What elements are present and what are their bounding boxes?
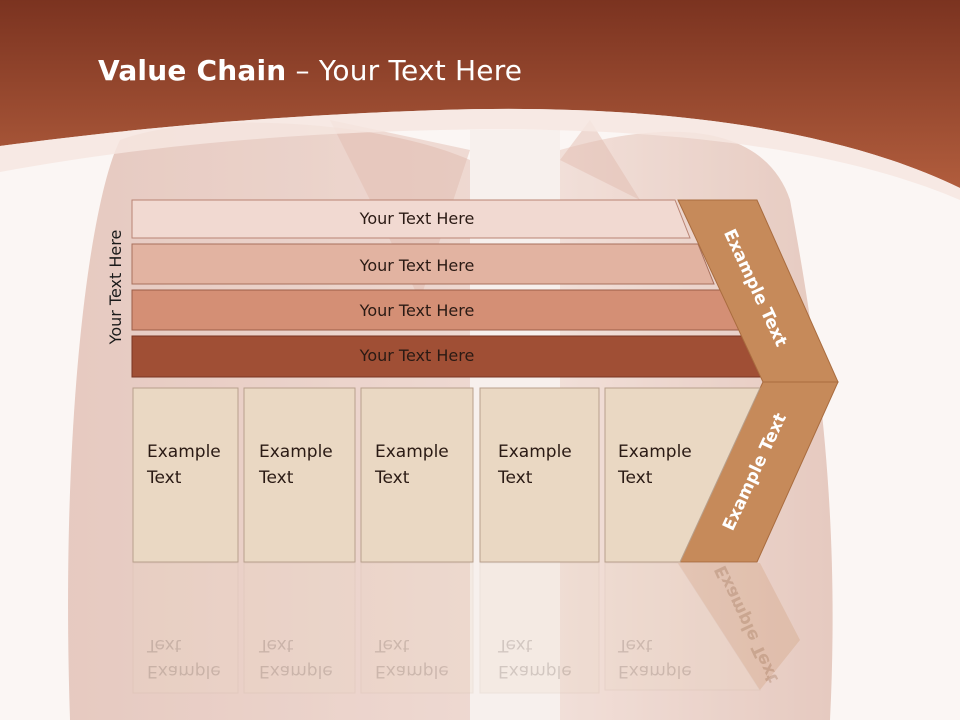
box-1-shape: [132, 387, 239, 563]
row-1-shape: [131, 199, 691, 239]
slide-title: Value Chain – Your Text Here: [98, 54, 522, 87]
header-banner: [0, 0, 960, 200]
box-3-shape: [360, 387, 474, 563]
row-3-label: Your Text Here: [359, 301, 475, 320]
box-2-shape: [243, 387, 356, 563]
row-4-label: Your Text Here: [359, 346, 475, 365]
box-5-shape: [604, 387, 761, 563]
title-bold: Value Chain: [98, 54, 287, 87]
row-2-shape: [131, 243, 715, 285]
row-2-label: Your Text Here: [359, 256, 475, 275]
title-rest: – Your Text Here: [286, 54, 523, 87]
row-1-label: Your Text Here: [359, 209, 475, 228]
box-4-shape: [479, 387, 600, 563]
